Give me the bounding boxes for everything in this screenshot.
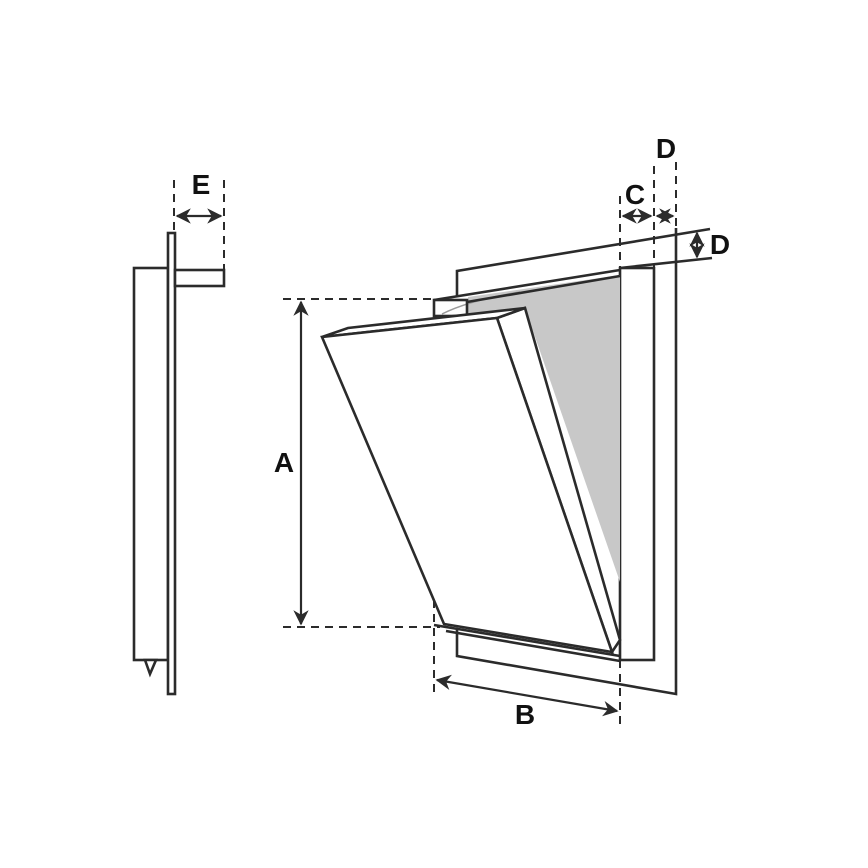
opening-shadow	[468, 275, 620, 582]
frame-bottom-lip	[433, 623, 621, 658]
front-view: A B C D D	[274, 133, 730, 730]
side-view: E	[132, 169, 226, 696]
door-panel-face	[320, 316, 614, 654]
label-d-side: D	[710, 229, 730, 260]
label-a: A	[274, 447, 294, 478]
label-b: B	[515, 699, 535, 730]
frame-side-profile	[618, 266, 656, 662]
side-latch-tip	[143, 658, 158, 678]
label-c: C	[625, 179, 645, 210]
side-hinge-arm	[173, 268, 226, 288]
side-body	[132, 266, 170, 662]
frame-top-lip	[433, 268, 621, 302]
frame-top-lip-inner	[466, 274, 621, 304]
side-flange	[166, 231, 177, 696]
wall-top-edge	[455, 227, 711, 297]
wall-top-inner-edge	[619, 256, 713, 270]
frame-bottom-lip-inner	[445, 629, 621, 663]
label-e: E	[192, 169, 211, 200]
b-dimension-arrow	[435, 674, 619, 717]
label-d-top: D	[656, 133, 676, 164]
frame-top-block	[432, 298, 469, 318]
